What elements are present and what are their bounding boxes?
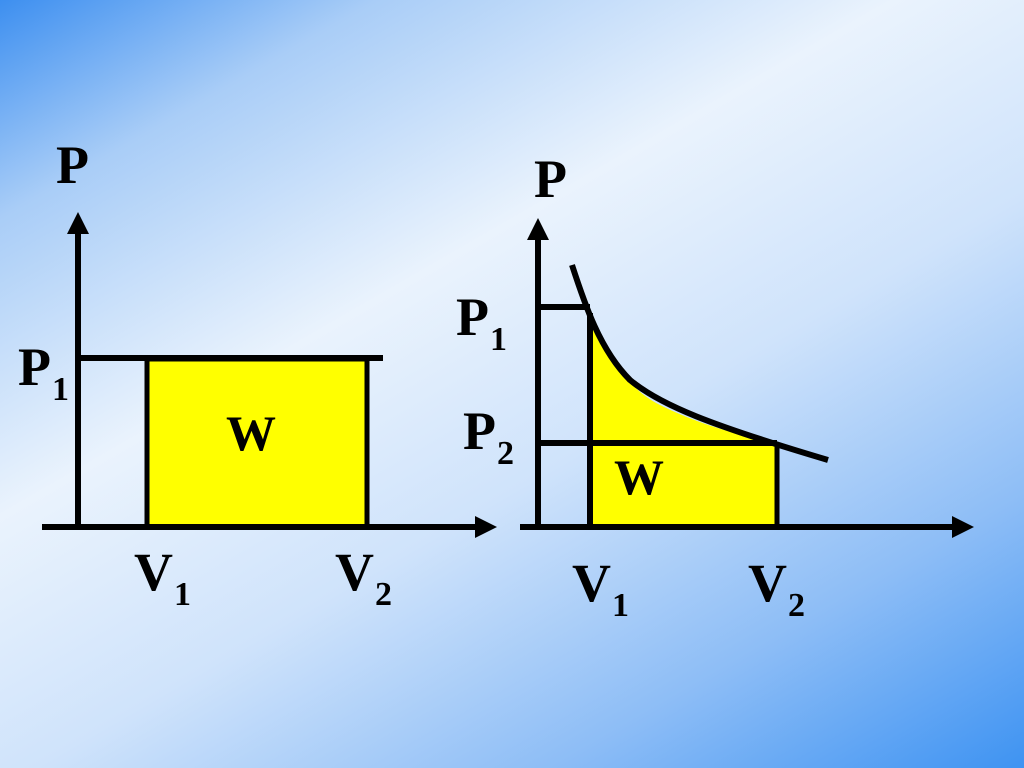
isotherm-curve <box>569 264 829 463</box>
isobaric-diagram <box>42 212 497 538</box>
p2-label-right: P2 <box>463 404 514 471</box>
v2-label-right: V2 <box>748 556 805 623</box>
work-area-isobaric <box>144 356 370 530</box>
p2-label-right-sub: 2 <box>497 435 514 473</box>
v2-label-right-sub: 2 <box>788 587 805 625</box>
v2-label-left-sub: 2 <box>375 576 392 614</box>
v1-label-right: V1 <box>572 556 629 623</box>
v1-label-left: V1 <box>134 545 191 612</box>
v1-label-right-sub: 1 <box>612 587 629 625</box>
y-axis-label-right: P <box>534 149 567 209</box>
p1-label-right: P1 <box>456 290 507 357</box>
work-label-left: W <box>226 405 276 461</box>
y-axis-label-left: P <box>56 135 89 195</box>
p1-label-right-sub: 1 <box>490 321 507 359</box>
work-area-isothermal <box>590 313 777 527</box>
work-label-right: W <box>614 449 664 505</box>
v1-label-left-sub: 1 <box>174 576 191 614</box>
p1-label-left-base: P <box>18 337 51 397</box>
v2-label-left: V2 <box>335 545 392 612</box>
y-axis-arrowhead-left <box>67 212 89 234</box>
p2-label-right-base: P <box>463 401 496 461</box>
v1-label-right-base: V <box>572 553 611 613</box>
x-axis-arrowhead-left <box>475 516 497 538</box>
isothermal-diagram <box>520 218 974 538</box>
v2-label-left-base: V <box>335 542 374 602</box>
v2-label-right-base: V <box>748 553 787 613</box>
y-axis-arrowhead-right <box>527 218 549 240</box>
p1-label-left: P1 <box>18 340 69 407</box>
x-axis-arrowhead-right <box>952 516 974 538</box>
p1-label-left-sub: 1 <box>52 371 69 409</box>
p1-label-right-base: P <box>456 287 489 347</box>
v1-label-left-base: V <box>134 542 173 602</box>
